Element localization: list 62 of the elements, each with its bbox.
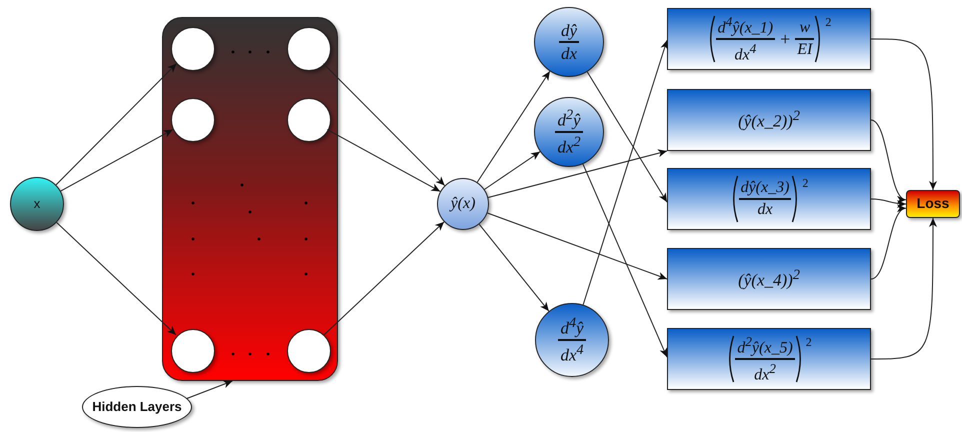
loss-term-box [667, 8, 871, 70]
loss-term-box [667, 328, 871, 390]
arrow [582, 164, 668, 358]
math-expression: (ŷ(x_4))$^{2}$ [738, 268, 800, 290]
neuron-circle [171, 27, 215, 71]
denominator: dx$^{2}$ [556, 134, 582, 157]
arrow [476, 70, 550, 183]
neuron-circle [287, 329, 331, 373]
denominator: dx$^{4}$ [559, 342, 585, 365]
numerator: w [798, 18, 812, 38]
loss-term-box [667, 248, 871, 310]
arrow [586, 71, 668, 203]
neuron-circle [287, 98, 331, 142]
numerator: d$^{2}$ŷ [556, 107, 582, 130]
arrow [488, 149, 668, 198]
loss-term-box [667, 168, 871, 230]
arrow [323, 63, 446, 186]
node-label: Hidden Layers [92, 400, 182, 414]
input-neuron [10, 177, 64, 231]
numerator: d$^{4}$ŷ(x_1) [716, 14, 774, 38]
neuron-circle [171, 329, 215, 373]
derivative-circle [534, 97, 604, 167]
arrow [478, 224, 550, 312]
math-expression: ŷ(x) [450, 195, 476, 213]
leader-arrow [186, 380, 233, 400]
arrow [870, 218, 937, 360]
arrow [870, 198, 906, 208]
label-ellipse [82, 386, 192, 428]
numerator: d$^{2}$ŷ(x_5) [736, 334, 794, 358]
exponent: 2 [825, 16, 832, 28]
denominator: dx$^{2}$ [753, 360, 777, 384]
node-label: x [34, 196, 40, 212]
arrow [870, 38, 937, 190]
arrow [486, 212, 668, 280]
denominator: dx$^{4}$ [733, 40, 758, 64]
math-expression: (ŷ(x_2))$^{2}$ [738, 108, 800, 132]
arrow [326, 129, 441, 192]
output-neuron [437, 178, 489, 230]
numerator: dŷ(x_3) [740, 178, 790, 198]
numerator: d$^{4}$ŷ [559, 315, 585, 338]
arrow [582, 40, 668, 306]
exponent: 2 [806, 336, 812, 348]
arrow [60, 129, 174, 192]
exponent: 2 [802, 177, 808, 189]
arrow [56, 63, 177, 186]
loss-box [906, 190, 960, 218]
arrow [870, 207, 906, 280]
arrow [56, 222, 176, 336]
arrow [870, 120, 906, 200]
arrow [484, 151, 541, 190]
derivative-circle [535, 303, 609, 377]
arrow [324, 221, 445, 336]
numerator: dŷ [560, 20, 578, 40]
neuron-circle [171, 98, 215, 142]
denominator: dx [560, 44, 578, 64]
neuron-circle [287, 27, 331, 71]
plus-sign: + [780, 30, 790, 48]
node-label: Loss [916, 196, 950, 212]
hidden-layers-panel [162, 17, 338, 381]
denominator: EI [796, 40, 814, 60]
loss-term-box [667, 89, 871, 151]
denominator: dx [756, 200, 774, 220]
